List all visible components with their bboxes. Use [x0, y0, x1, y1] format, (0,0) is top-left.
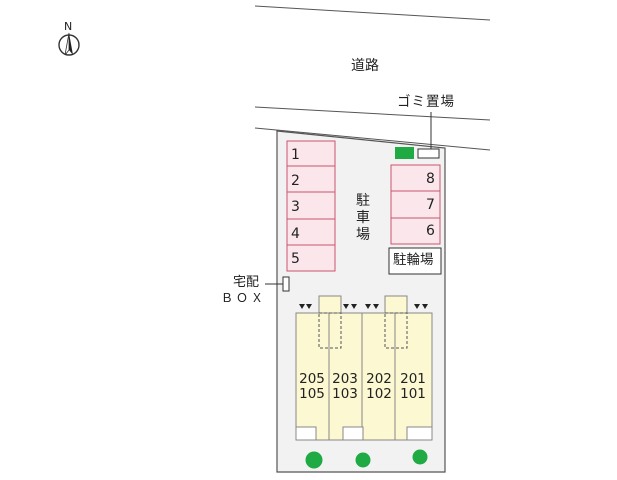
parking-space-label: 3: [291, 199, 300, 215]
parking-space: [286, 191, 336, 220]
parking-space-label: 1: [291, 147, 300, 163]
parking-space: [390, 164, 441, 192]
unit-block: [361, 312, 396, 441]
road-edge-bottom: [254, 106, 491, 121]
balcony-notches: [295, 426, 433, 441]
parking-space-label: 2: [291, 173, 300, 189]
garbage-box: [417, 148, 440, 159]
parking-space-label: 7: [426, 197, 435, 213]
unit-number-upper: 205: [299, 371, 325, 387]
unit-number-upper: 203: [332, 371, 358, 387]
unit-number-lower: 102: [366, 386, 392, 402]
unit-number-upper: 201: [400, 371, 426, 387]
north-arrow-icon: [58, 32, 80, 56]
parking-space: [286, 244, 336, 272]
parking-space: [390, 217, 441, 245]
building: [295, 295, 433, 441]
parking-space: [390, 190, 441, 219]
compass-label: N: [64, 20, 73, 33]
unit-number-lower: 101: [400, 386, 426, 402]
garbage-green-bin: [395, 147, 414, 159]
parking-space-label: 6: [426, 223, 435, 239]
unit-number-upper: 202: [366, 371, 392, 387]
delivery-box-label-2: ＢＯＸ: [221, 291, 267, 305]
stair-dashed: [318, 312, 342, 349]
bicycle-parking-label: 駐輪場: [393, 252, 434, 268]
parking-space: [286, 165, 336, 193]
tree-icon: [412, 449, 428, 465]
delivery-box-label-1: 宅配: [233, 275, 260, 290]
parking-left-group: [286, 140, 336, 272]
delivery-box-icon: [282, 276, 290, 292]
parking-label-char-3: 場: [356, 227, 370, 243]
parking-space-label: 4: [291, 226, 300, 242]
unit-block: [295, 312, 330, 441]
tree-icon: [355, 452, 371, 468]
road-edge-inner: [254, 127, 491, 151]
stair-tower: [318, 295, 342, 314]
road-label: 道路: [351, 58, 379, 74]
parking-label-char-1: 駐: [356, 193, 370, 209]
entrance-arrow-icons: [299, 304, 428, 309]
parking-space-label: 5: [291, 251, 300, 267]
unit-number-lower: 105: [299, 386, 325, 402]
stair-dashed: [384, 312, 408, 349]
stair-tower: [384, 295, 408, 314]
road-edge-top: [254, 5, 491, 21]
garbage-label: ゴミ置場: [397, 94, 455, 110]
unit-block: [394, 312, 433, 441]
tree-icon: [305, 451, 323, 469]
parking-space-label: 8: [426, 171, 435, 187]
bicycle-parking-box: [388, 247, 442, 275]
parking-right-group: [390, 164, 441, 245]
unit-number-lower: 103: [332, 386, 358, 402]
parking-label-char-2: 車: [356, 210, 370, 226]
